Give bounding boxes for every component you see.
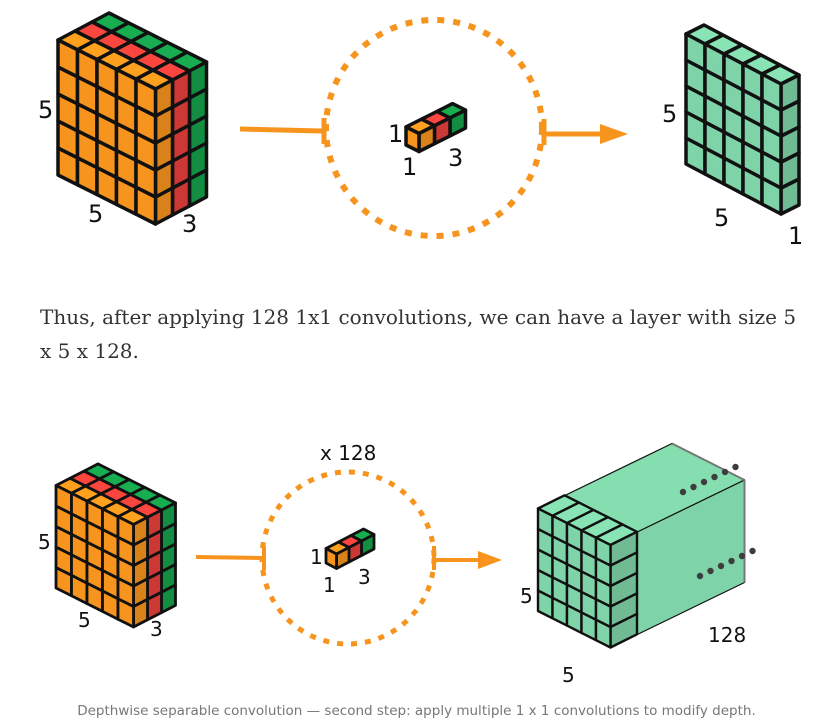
cell-front	[760, 72, 783, 112]
ellipsis-dot	[696, 572, 704, 580]
cell-front	[134, 77, 158, 118]
arrow-to-kernel	[239, 118, 327, 144]
ellipsis-dot	[707, 567, 714, 575]
bottom-output-height-label: 5	[520, 584, 533, 608]
output-block-128	[536, 442, 756, 649]
ellipsis-dot	[749, 547, 756, 555]
figure-caption: Depthwise separable convolution — second…	[77, 703, 756, 719]
bottom-output-depth-label: 128	[708, 623, 746, 647]
kernel-block	[404, 101, 468, 154]
input-volume	[56, 11, 209, 226]
kernel-height-label: 1	[388, 120, 403, 148]
output-width-label: 5	[714, 204, 729, 232]
kernel-width-label: 1	[402, 153, 417, 181]
cell-front	[404, 125, 421, 154]
cell-front	[324, 547, 338, 570]
bottom-kernel-block	[324, 527, 376, 570]
bottom-arrow-to-output	[432, 546, 502, 570]
ellipsis-dot	[732, 463, 739, 471]
input-depth-label: 3	[182, 210, 197, 238]
bottom-diagram: 5 5 3 x 128 1 1 3 5 5 128	[38, 441, 756, 687]
input-width-label: 5	[88, 200, 103, 228]
input-height-label: 5	[38, 96, 53, 124]
ellipsis-dot	[721, 468, 729, 476]
output-height-label: 5	[662, 100, 677, 128]
kernel-depth-label: 3	[448, 144, 463, 172]
bottom-input-height-label: 5	[38, 530, 51, 554]
ellipsis-dot	[690, 483, 697, 491]
input-volume-small	[54, 462, 177, 629]
explanation-paragraph: Thus, after applying 128 1x1 convolution…	[40, 305, 797, 363]
cell-front	[116, 515, 135, 547]
ellipsis-dot	[711, 473, 718, 481]
kernel-count-label: x 128	[320, 441, 376, 465]
bottom-kernel-depth-label: 3	[358, 565, 371, 589]
arrow-to-output	[541, 119, 628, 145]
bottom-output-width-label: 5	[562, 663, 575, 687]
top-diagram: 5 5 3 1 1 3 5 5 1	[38, 11, 803, 250]
ellipsis-dot	[700, 478, 708, 486]
ellipsis-dot	[728, 557, 735, 565]
bottom-arrow-to-kernel	[195, 546, 266, 570]
ellipsis-dot	[679, 488, 687, 496]
output-depth-label: 1	[788, 222, 803, 250]
bottom-input-width-label: 5	[78, 608, 91, 632]
output-volume	[684, 23, 801, 216]
ellipsis-dot	[738, 552, 746, 560]
bottom-input-depth-label: 3	[150, 617, 163, 641]
ellipsis-dot	[717, 562, 725, 570]
bottom-kernel-width-label: 1	[323, 573, 336, 597]
bottom-kernel-height-label: 1	[310, 545, 323, 569]
cell-front	[594, 536, 612, 567]
